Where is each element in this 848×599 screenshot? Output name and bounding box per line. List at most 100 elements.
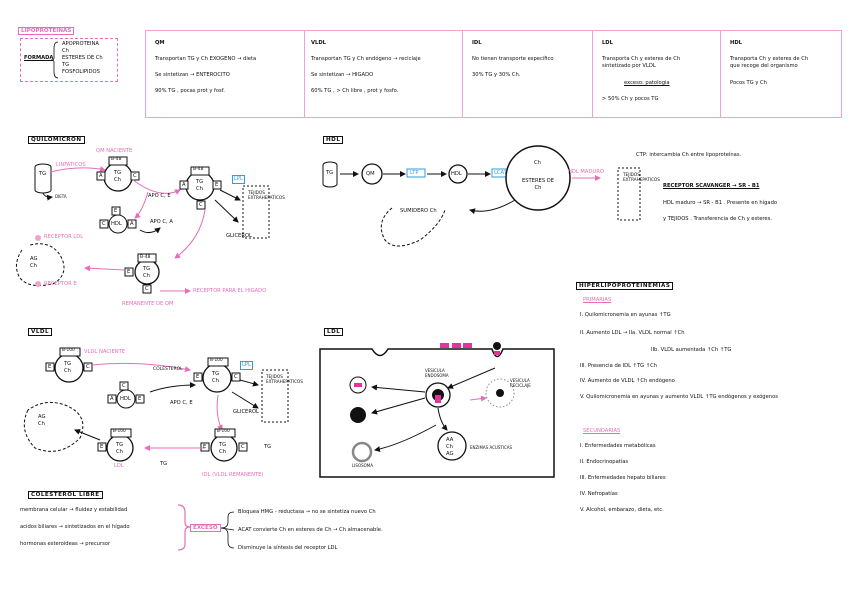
apo-c-label: C xyxy=(145,286,149,292)
b100-label: B-100 xyxy=(210,358,223,363)
ch-label: Ch xyxy=(64,368,71,374)
apo-c-label: C xyxy=(133,173,137,179)
apo-e-label: E xyxy=(100,444,104,450)
b100-label: B-100 xyxy=(217,429,230,434)
type-name-ldl: LDL xyxy=(602,40,613,46)
type-line: No tienen transporte específico xyxy=(472,56,554,62)
type-line: Transportan TG y Ch EXOGENO → dieta xyxy=(155,56,257,62)
formada-box xyxy=(20,38,118,82)
ch-label: Ch xyxy=(212,378,219,384)
b48-label: B-48 xyxy=(111,157,122,162)
page-title: LIPOPROTEINAS xyxy=(18,27,75,35)
b100-label: B-100 xyxy=(62,348,75,353)
ltp-label: LTP xyxy=(410,170,419,176)
qm-naciente-label: QM NACIENTE xyxy=(96,148,133,154)
type-line: Transporta Ch y esteres de Ch xyxy=(602,56,681,62)
primaria-item: II. Aumento LDL → IIa. VLDL normal ↑Ch xyxy=(580,330,685,336)
tejidos-label: TEJIDOS EXTRAHEPATICOS xyxy=(623,172,660,183)
lpl-label: LPL xyxy=(240,361,253,370)
lisosoma-label: LISOSOMA xyxy=(352,463,373,468)
type-line: Se sintetizan → ENTEROCITO xyxy=(155,72,230,78)
dieta-label: DIETA xyxy=(55,194,67,199)
type-line: que recoge del organismo xyxy=(730,63,798,69)
formada-item: APOPROTEINA xyxy=(62,41,99,47)
glicerol-label: GLICEROL xyxy=(233,409,259,415)
tg-label: TG xyxy=(116,442,124,448)
remanente-label: REMANENTE DE QM xyxy=(122,301,174,307)
exceso-effect: ACAT convierte Ch en esteres de Ch → Ch … xyxy=(238,527,383,533)
receptor-ldl-label: RECEPTOR LDL xyxy=(44,234,84,240)
tg-label: TG xyxy=(212,371,220,377)
linfaticos-label: LINFATICOS xyxy=(56,162,86,168)
b100-label: B-100 xyxy=(113,429,126,434)
tejidos-label: TEJIDOS EXTRAHEPATICOS xyxy=(266,374,303,385)
apo-a-label: A xyxy=(130,221,134,227)
secundaria-item: V. Alcohol, embarazo, dieta, etc. xyxy=(580,507,664,513)
vldl-title: VLDL xyxy=(28,328,53,336)
secundarias-title: SECUNDARIAS xyxy=(583,428,621,434)
exceso-effect: Bloquea HMG - reductasa → no se sintetiz… xyxy=(238,509,376,515)
ch-label: Ch xyxy=(534,160,541,166)
type-line: Transporta Ch y esteres de Ch xyxy=(730,56,809,62)
primaria-item: IIb. VLDL aumentada ↑Ch ↑TG xyxy=(651,347,732,353)
apo-ce-label: APO C, E xyxy=(170,400,193,406)
apo-ca-label: APO C, A xyxy=(150,219,173,225)
colesterol-item: acidos biliares → sintetizados en el híg… xyxy=(20,524,130,530)
type-line: 90% TG , pocas prot y fosf. xyxy=(155,88,225,94)
formada-item: FOSFOLIPIDOS xyxy=(62,69,100,75)
ch-label: Ch xyxy=(219,449,226,455)
tg-label: TG xyxy=(219,442,227,448)
apo-e-label: E xyxy=(203,444,207,450)
tg-label: TG xyxy=(326,170,334,176)
apo-c-label: C xyxy=(86,364,90,370)
apo-c-label: C xyxy=(234,374,238,380)
apo-a-label: A xyxy=(182,182,186,188)
type-name-hdl: HDL xyxy=(730,40,742,46)
qm-label: QM xyxy=(366,171,375,177)
receptor-e-label: RECEPTOR E xyxy=(44,281,77,287)
formada-item: TG xyxy=(62,62,70,68)
secundaria-item: II. Endocrinopatías xyxy=(580,459,629,465)
colesterol-item: membrana celular → fluidez y estabilidad xyxy=(20,507,128,513)
endosoma-label: VESICULA ENDOSOMA xyxy=(425,368,449,378)
hdl-maduro-label: HDL MADURO xyxy=(568,169,604,175)
apo-e-label: E xyxy=(138,396,142,402)
apo-e-label: E xyxy=(127,269,131,275)
type-line: exceso: patologia xyxy=(624,80,670,86)
exceso-effect: Disminuye la síntesis del receptor LDL xyxy=(238,545,338,551)
apo-e-label: E xyxy=(114,208,118,214)
tg-label: TG xyxy=(143,266,151,272)
formada-item: ESTERES DE Ch xyxy=(62,55,103,61)
secundaria-item: IV. Nefropatías xyxy=(580,491,618,497)
hdl-label: HDL xyxy=(120,396,131,402)
primarias-title: PRIMARIAS xyxy=(583,297,612,303)
type-line: > 50% Ch y pocos TG xyxy=(602,96,659,102)
tg-label: TG xyxy=(160,461,168,467)
tejidos-text: y TEJIDOS . Transferencia de Ch y estere… xyxy=(663,216,772,222)
colesterol-item: hormonas esteroideas → precursor xyxy=(20,541,111,547)
type-name-idl: IDL xyxy=(472,40,482,46)
ch-label: Ch xyxy=(446,444,453,450)
formada-item: Ch xyxy=(62,48,69,54)
apo-e-label: E xyxy=(215,182,219,188)
tg-label: TG xyxy=(39,171,47,177)
ch-label: Ch xyxy=(143,273,150,279)
receptor-text: RECEPTOR SCAVANGER → SR - B1 xyxy=(663,183,760,189)
tg-label: TG xyxy=(114,170,122,176)
lcat-label: LCAT xyxy=(494,170,507,176)
colesterol-label: COLESTEROL xyxy=(153,367,183,372)
primaria-item: IV. Aumento de VLDL ↑Ch endógeno xyxy=(580,378,675,384)
aa-label: AA xyxy=(446,437,454,443)
exceso-label: EXCESO xyxy=(190,524,221,532)
secundaria-item: III. Enfermedades hepato biliares xyxy=(580,475,666,481)
type-line: 60% TG , > Ch libre , prot y fosfo. xyxy=(311,88,399,94)
ldl-label: LDL xyxy=(114,463,124,469)
ag-label: AG xyxy=(30,256,38,262)
tg-label: TG xyxy=(196,179,204,185)
ag-label: AG xyxy=(38,414,46,420)
glicerol-label: GLICEROL xyxy=(226,233,252,239)
hdl-maduro-text: HDL maduro → SR - B1 . Presente en hígad… xyxy=(663,200,778,206)
type-line: Transportan TG y Ch endógeno → reciclaje xyxy=(311,56,421,62)
apo-e-label: E xyxy=(196,374,200,380)
type-line: Se sintetizan → HIGADO xyxy=(311,72,374,78)
